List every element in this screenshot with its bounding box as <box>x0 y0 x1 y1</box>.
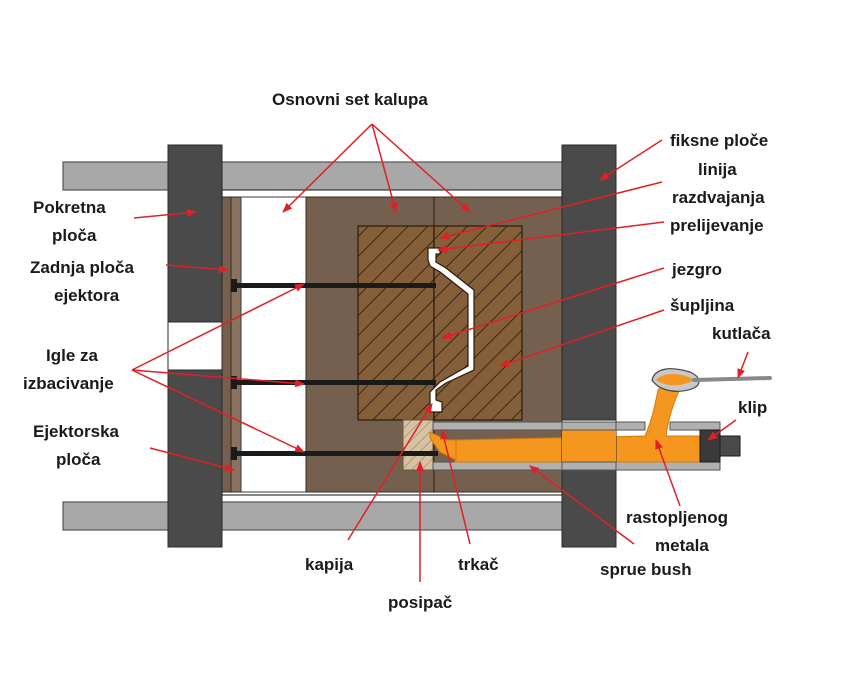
label-jezgro: jezgro <box>672 260 723 279</box>
ejector-pin-head <box>231 447 237 460</box>
tie-bar-bottom <box>62 501 564 531</box>
arrow-supljina <box>499 309 665 367</box>
ladle-metal <box>656 374 694 386</box>
arrow-igle-2 <box>131 369 305 388</box>
label-posipac: posipač <box>388 593 453 612</box>
arrow-igle-3 <box>131 369 305 453</box>
arrow-osnovni-1 <box>282 123 373 213</box>
label-sprue-bush: sprue bush <box>600 560 692 579</box>
label-kutlaca: kutlača <box>712 324 771 343</box>
label-rastopljenog-2: metala <box>655 536 709 555</box>
label-linija-1: linija <box>698 160 737 179</box>
arrow-rastopljenog <box>655 439 681 507</box>
label-rastopljenog-1: rastopljenog <box>626 508 729 527</box>
arrow-trkac <box>440 429 471 545</box>
arrow-pokretna <box>133 208 197 219</box>
label-ejektorska-2: ploča <box>56 450 101 469</box>
runner-metal <box>429 431 457 461</box>
arrow-ejektorska <box>149 447 235 472</box>
label-osnovni-set: Osnovni set kalupa <box>272 90 428 109</box>
arrow-jezgro <box>441 267 665 340</box>
arrow-zadnja <box>165 264 229 274</box>
shot-sleeve-top-right <box>669 421 721 431</box>
cavity-shape <box>427 247 475 413</box>
arrow-klip <box>707 419 737 441</box>
label-fiksne-ploce: fiksne ploče <box>670 131 769 150</box>
plunger-rod <box>719 435 741 457</box>
label-zadnja-2: ejektora <box>54 286 120 305</box>
label-supljina: šupljina <box>670 296 735 315</box>
label-zadnja-1: Zadnja ploča <box>30 258 134 277</box>
arrow-osnovni-3 <box>371 123 471 213</box>
shot-sleeve-through-bottom <box>561 461 617 471</box>
shot-sleeve-top <box>432 421 646 431</box>
ejector-pin <box>233 283 436 288</box>
tie-bar-top <box>62 161 564 191</box>
ejector-space <box>240 196 307 493</box>
label-klip: klip <box>738 398 768 417</box>
label-igle-1: Igle za <box>46 346 98 365</box>
label-kapija: kapija <box>305 555 354 574</box>
label-trkac: trkač <box>458 555 499 574</box>
ladle-handle <box>692 376 772 382</box>
arrow-fiksne <box>599 139 663 181</box>
ejector-pin-head <box>231 279 237 292</box>
label-linija-2: razdvajanja <box>672 188 765 207</box>
arrow-kutlaca <box>737 351 749 379</box>
ejector-pin-head <box>231 376 237 389</box>
arrow-linija <box>439 181 663 240</box>
label-ejektorska-1: Ejektorska <box>33 422 119 441</box>
ejector-pins <box>231 279 438 460</box>
arrow-prelijevanje <box>437 221 665 253</box>
shot-sleeve-through-top <box>561 421 617 431</box>
arrow-sprue-bush <box>529 465 635 545</box>
arrow-kapija <box>347 403 433 541</box>
arrow-osnovni-2 <box>371 123 398 213</box>
annotation-arrows <box>131 123 749 582</box>
core-insert <box>357 225 435 421</box>
ejector-pin <box>233 451 438 456</box>
label-prelijevanje: prelijevanje <box>670 216 764 235</box>
label-pokretna-1: Pokretna <box>33 198 106 217</box>
fixed-platen <box>561 144 617 548</box>
plunger <box>699 429 721 463</box>
label-pokretna-2: ploča <box>52 226 97 245</box>
arrow-igle-1 <box>131 283 305 371</box>
ejector-pin <box>233 380 436 385</box>
shot-sleeve-through-platen <box>562 430 616 462</box>
cavity-insert <box>433 225 523 421</box>
rear-ejector-plate <box>221 196 232 493</box>
label-igle-2: izbacivanje <box>23 374 114 393</box>
